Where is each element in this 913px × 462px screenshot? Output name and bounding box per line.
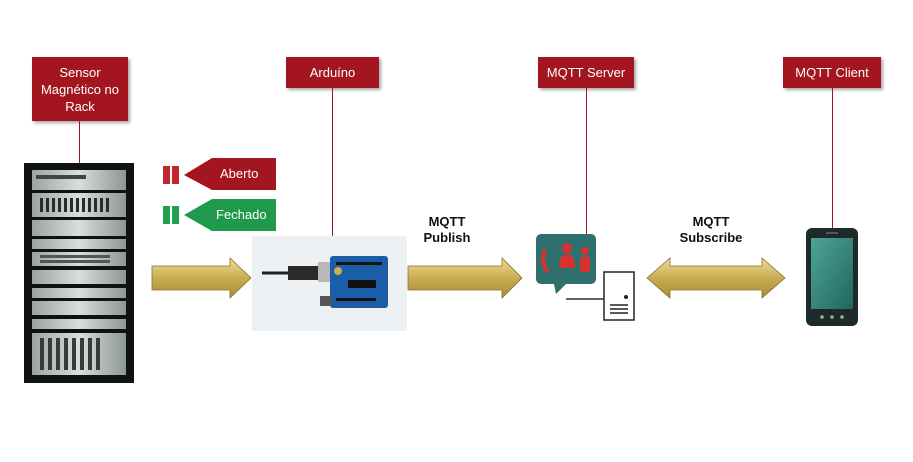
open-state-tag <box>163 158 276 190</box>
mqtt-client-title-box: MQTT Client <box>783 57 881 88</box>
subscribe-label: MQTT Subscribe <box>679 214 743 245</box>
smartphone-icon <box>806 228 858 326</box>
sensor-title: Sensor Magnético no Rack <box>40 64 120 114</box>
subscribe-arrow <box>646 257 786 299</box>
mqtt-server-title-box: MQTT Server <box>538 57 634 88</box>
sensor-connector-line <box>79 121 80 163</box>
publish-arrow <box>407 257 523 299</box>
sensor-to-arduino-arrow <box>151 257 252 299</box>
open-state-label: Aberto <box>220 166 259 181</box>
mqtt-server-title: MQTT Server <box>546 65 626 80</box>
mqtt-server-connector-line <box>586 88 587 238</box>
arduino-connector-line <box>332 88 333 238</box>
publish-label: MQTT Publish <box>423 214 471 245</box>
arduino-title: Arduíno <box>309 65 356 80</box>
closed-state-tag <box>163 199 276 231</box>
sensor-title-box: Sensor Magnético no Rack <box>32 57 128 121</box>
mqtt-client-title: MQTT Client <box>795 65 869 80</box>
mqtt-server-icon <box>536 234 635 321</box>
arduino-board-icon <box>252 236 407 331</box>
server-rack-icon <box>24 163 134 383</box>
arduino-title-box: Arduíno <box>286 57 379 88</box>
mqtt-client-connector-line <box>832 88 833 238</box>
closed-state-label: Fechado <box>216 207 267 222</box>
